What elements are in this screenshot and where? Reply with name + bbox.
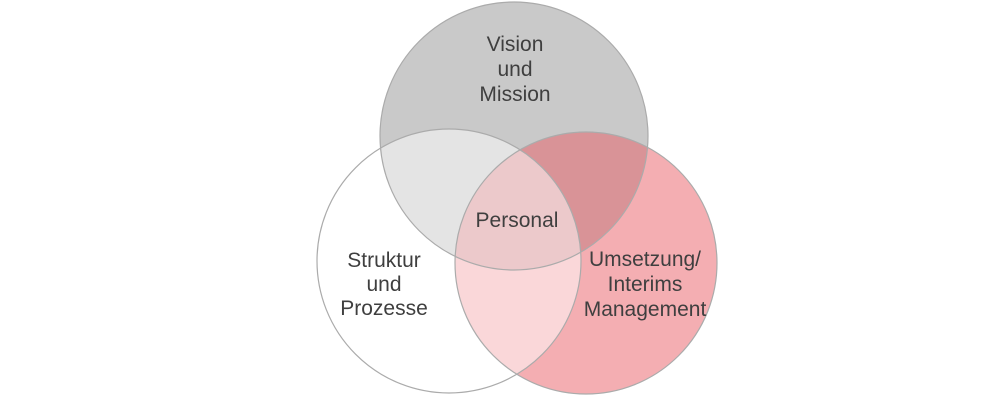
umsetzung-label-line-1: Umsetzung/ — [589, 248, 701, 271]
circle-outlines — [316, 1, 718, 395]
struktur-circle-outline — [316, 128, 582, 394]
struktur-circle — [317, 129, 581, 393]
personal-center-label: Personal — [476, 209, 559, 232]
struktur-label-line-2: und — [366, 273, 401, 296]
vision-circle-outline — [379, 1, 649, 271]
struktur-label-line-1: Struktur — [347, 249, 421, 272]
venn-labels: Vision und Mission Struktur und Prozesse… — [340, 33, 706, 321]
umsetzung-label-line-2: Interims — [608, 273, 683, 296]
umsetzung-circle-outline — [454, 131, 718, 395]
struktur-label-line-3: Prozesse — [340, 297, 428, 320]
umsetzung-label-line-3: Management — [584, 298, 707, 321]
vision-label-line-2: und — [497, 58, 532, 81]
vision-label-line-3: Mission — [479, 83, 550, 106]
vision-label-line-1: Vision — [487, 33, 544, 56]
